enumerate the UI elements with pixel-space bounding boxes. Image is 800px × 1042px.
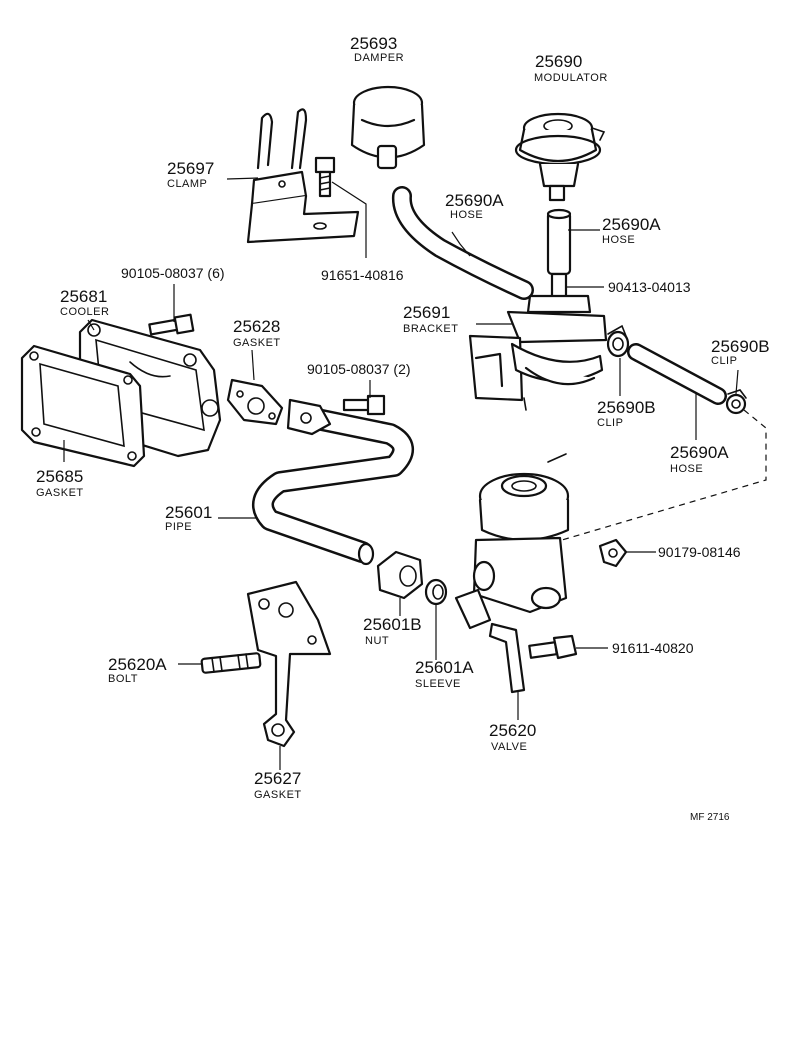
bracket-drawing: [468, 310, 608, 411]
part-name-sleeve: SLEEVE: [415, 678, 461, 690]
label-stud-bolt: 25620A BOLT: [108, 655, 167, 685]
part-number-90179-08146: 90179-08146: [658, 544, 741, 560]
label-hose-right: 25690A HOSE: [670, 443, 729, 475]
part-name-pipe: PIPE: [165, 521, 192, 533]
modulator-drawing: [514, 112, 606, 202]
sleeve-drawing: [424, 578, 448, 606]
part-number-25628: 25628: [233, 317, 280, 336]
clip-90179-drawing: [598, 538, 628, 568]
label-bracket: 25691 BRACKET: [403, 303, 458, 335]
part-number-25685: 25685: [36, 467, 83, 486]
label-gasket-25628: 25628 GASKET: [233, 317, 281, 349]
label-gasket-25627: 25627 GASKET: [254, 769, 302, 801]
part-number-91651-40816: 91651-40816: [321, 267, 404, 283]
part-name-clip: CLIP: [597, 417, 623, 429]
hose-right-drawing: [627, 343, 727, 405]
label-hose-upper-right: 25690A HOSE: [602, 215, 661, 246]
part-number-25620a: 25620A: [108, 655, 167, 674]
part-number-25681: 25681: [60, 287, 107, 306]
figure-code: MF 2716: [690, 812, 730, 823]
part-number-25693: 25693: [350, 34, 397, 53]
part-name-clamp: CLAMP: [167, 178, 207, 190]
gasket-25627-drawing: [246, 580, 332, 748]
nut-drawing: [376, 550, 424, 600]
part-number-25690a: 25690A: [445, 191, 504, 210]
bolt-91611-drawing: [528, 634, 578, 660]
part-name-clip: CLIP: [711, 355, 737, 367]
label-valve: 25620 VALVE: [489, 721, 536, 753]
gasket-25685-drawing: [20, 344, 146, 468]
connection-dashed-line: [561, 409, 767, 541]
part-name-modulator: MODULATOR: [534, 72, 608, 84]
part-number-90413-04013: 90413-04013: [608, 279, 691, 295]
bolt-91651-drawing: [314, 156, 336, 198]
label-clamp: 25697 CLAMP: [167, 159, 214, 190]
clip-left-drawing: [606, 324, 630, 358]
bolt-90105-6-drawing: [148, 313, 195, 336]
part-number-25697: 25697: [167, 159, 214, 178]
part-number-90105-08037-6: 90105-08037 (6): [121, 265, 225, 281]
part-number-25690b: 25690B: [711, 337, 770, 356]
label-nut: 25601B NUT: [363, 615, 422, 647]
part-name-nut: NUT: [365, 635, 389, 647]
clip-right-drawing: [725, 389, 747, 415]
part-name-bracket: BRACKET: [403, 323, 458, 335]
bolt-90105-2-drawing: [342, 394, 386, 416]
valve-drawing: [454, 453, 570, 694]
label-modulator: 25690 MODULATOR: [534, 52, 608, 84]
part-number-90105-08037-2: 90105-08037 (2): [307, 361, 411, 377]
part-name-bolt: BOLT: [108, 673, 138, 685]
leader-lines: [63, 177, 739, 770]
part-number-25601: 25601: [165, 503, 212, 522]
pipe-drawing: [252, 398, 414, 566]
gasket-25628-drawing: [226, 378, 284, 426]
part-number-25691: 25691: [403, 303, 450, 322]
part-number-25690: 25690: [535, 52, 582, 71]
label-hose-upper-left: 25690A HOSE: [445, 191, 504, 221]
clamp-drawing: [246, 108, 360, 244]
part-name-hose: HOSE: [670, 463, 703, 475]
label-sleeve: 25601A SLEEVE: [415, 658, 474, 690]
part-name-hose: HOSE: [602, 234, 635, 246]
label-pipe: 25601 PIPE: [165, 503, 212, 533]
part-number-25690b: 25690B: [597, 398, 656, 417]
part-number-25690a: 25690A: [670, 443, 729, 462]
part-name-gasket: GASKET: [233, 337, 281, 349]
part-number-25627: 25627: [254, 769, 301, 788]
label-clip-right: 25690B CLIP: [711, 337, 770, 367]
part-name-damper: DAMPER: [354, 52, 404, 64]
connector-drawing: [526, 272, 592, 314]
label-cooler: 25681 COOLER: [60, 287, 109, 318]
hose-short-drawing: [546, 208, 572, 276]
stud-bolt-drawing: [200, 652, 262, 674]
label-clip-left: 25690B CLIP: [597, 398, 656, 429]
label-damper: 25693 DAMPER: [350, 34, 404, 64]
hose-long-drawing: [391, 186, 534, 300]
part-number-25601a: 25601A: [415, 658, 474, 677]
part-name-gasket: GASKET: [254, 789, 302, 801]
part-number-91611-40820: 91611-40820: [612, 640, 694, 656]
part-name-gasket: GASKET: [36, 487, 84, 499]
part-name-valve: VALVE: [491, 741, 527, 753]
damper-drawing: [350, 85, 426, 170]
part-name-hose: HOSE: [450, 209, 483, 221]
part-number-25690a: 25690A: [602, 215, 661, 234]
label-gasket-25685: 25685 GASKET: [36, 467, 84, 499]
part-number-25620: 25620: [489, 721, 536, 740]
part-number-25601b: 25601B: [363, 615, 422, 634]
part-name-cooler: COOLER: [60, 306, 109, 318]
